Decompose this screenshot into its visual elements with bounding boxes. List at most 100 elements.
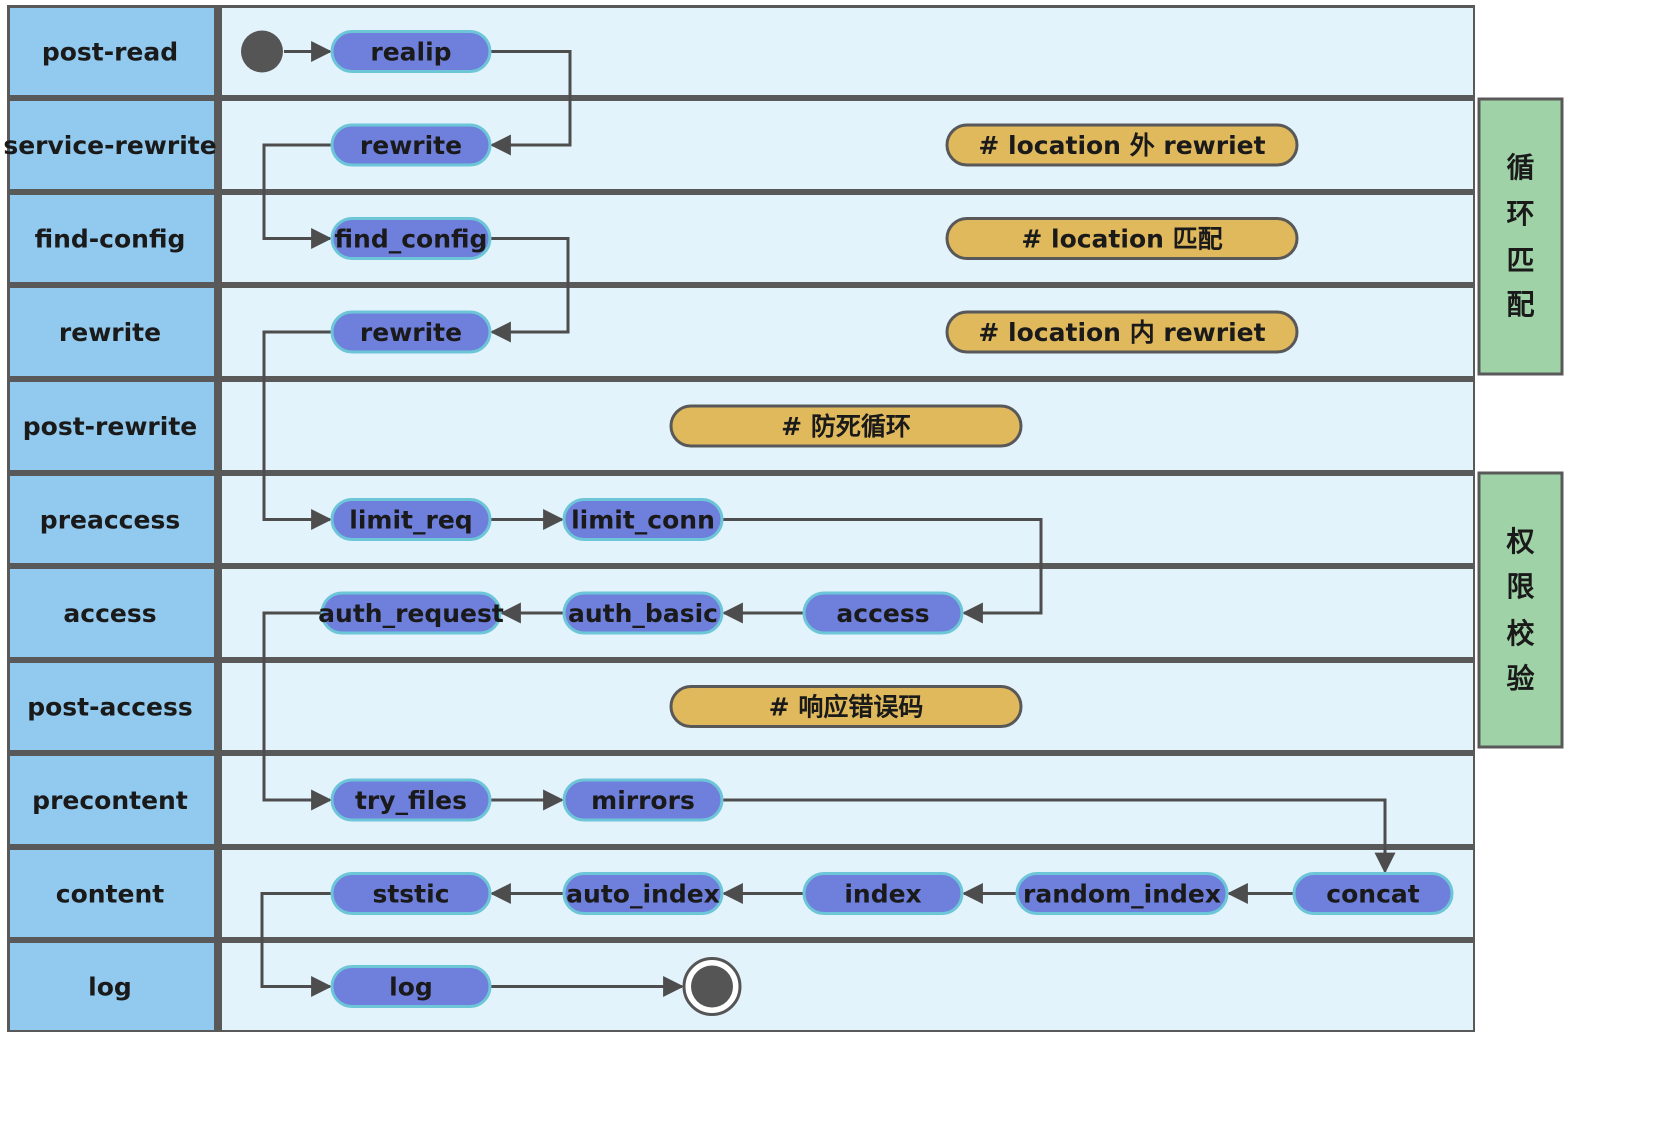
module-label: auth_request: [318, 599, 504, 628]
phase-label-post-access: post-access: [27, 693, 193, 722]
group-label-char: 权: [1505, 525, 1534, 558]
note-box: [669, 404, 1023, 448]
module-find_config: find_config: [330, 217, 492, 260]
note-service-rewrite: # location 外 rewriet: [945, 123, 1299, 167]
phase-label-log: log: [88, 973, 132, 1002]
note-post-access: # 响应错误码: [669, 685, 1023, 728]
flow-arrow-auth_request-to-try_files: [262, 611, 333, 811]
module-access: access: [802, 591, 964, 635]
module-label: ststic: [372, 880, 449, 909]
module-rewrite-1: rewrite: [330, 123, 492, 167]
module-box: [330, 965, 492, 1008]
phase-label-cell-access: [10, 569, 214, 657]
module-label: mirrors: [591, 786, 695, 815]
group-label-char: 匹: [1506, 244, 1534, 277]
group-label-char: 限: [1506, 570, 1534, 603]
module-limit_conn: limit_conn: [562, 498, 724, 541]
module-box: [802, 872, 964, 915]
module-label: auth_basic: [568, 599, 718, 628]
phase-label-precontent: precontent: [32, 786, 188, 815]
module-label: auto_index: [566, 880, 720, 909]
module-label: concat: [1326, 880, 1419, 909]
module-box: [330, 30, 492, 73]
module-box: [320, 591, 502, 635]
flow-arrow-ststic-to-log: [260, 892, 333, 997]
note-label: # 防死循环: [781, 412, 911, 441]
module-try_files: try_files: [330, 778, 492, 822]
module-box: [330, 778, 492, 822]
module-box: [330, 217, 492, 260]
module-auth_basic: auth_basic: [562, 591, 724, 635]
phase-label-cell-find-config: [10, 195, 214, 282]
phase-label-cell-post-rewrite: [10, 382, 214, 470]
module-box: [330, 123, 492, 167]
module-label: rewrite: [360, 131, 462, 160]
module-box: [330, 310, 492, 354]
note-box: [669, 685, 1023, 728]
module-label: random_index: [1023, 880, 1221, 909]
flow-arrow-mirrors-to-concat: [722, 798, 1396, 874]
module-label: realip: [370, 38, 451, 67]
module-nodes: realiprewritefind_configrewritelimit_req…: [318, 30, 1454, 1008]
module-box: [562, 872, 724, 915]
flow-arrow-realip-to-rewrite-1: [489, 50, 572, 156]
module-box: [1015, 872, 1229, 915]
note-label: # location 外 rewriet: [978, 131, 1265, 160]
module-concat: concat: [1292, 872, 1454, 915]
group-label-char: 环: [1506, 197, 1534, 230]
note-rewrite: # location 内 rewriet: [945, 310, 1299, 354]
flow-arrow-rewrite-1-to-find_config: [262, 143, 333, 249]
flow-arrow-rewrite-2-to-limit_req: [262, 330, 333, 530]
module-box: [330, 498, 492, 541]
phase-label-post-read: post-read: [42, 38, 178, 67]
note-find-config: # location 匹配: [945, 217, 1299, 260]
module-auth_request: auth_request: [318, 591, 504, 635]
phase-label-preaccess: preaccess: [40, 506, 180, 535]
module-ststic: ststic: [330, 872, 492, 915]
flow-arrow-find_config-to-rewrite-2: [489, 237, 570, 343]
phase-label-rewrite: rewrite: [59, 318, 161, 347]
module-label: try_files: [355, 786, 467, 815]
module-realip: realip: [330, 30, 492, 73]
module-label: index: [844, 880, 921, 909]
phase-label-content: content: [56, 880, 164, 909]
module-label: limit_req: [349, 506, 472, 535]
note-label: # 响应错误码: [769, 693, 924, 722]
group-box: [1477, 471, 1564, 749]
group-label-char: 配: [1506, 288, 1534, 321]
group-label-char: 循: [1506, 151, 1534, 184]
module-random_index: random_index: [1015, 872, 1229, 915]
phase-label-cell-post-access: [10, 663, 214, 750]
note-box: [945, 310, 1299, 354]
phase-label-access: access: [63, 599, 156, 628]
phase-label-post-rewrite: post-rewrite: [23, 412, 197, 441]
module-label: log: [389, 973, 433, 1002]
module-label: rewrite: [360, 318, 462, 347]
module-mirrors: mirrors: [562, 778, 724, 822]
module-rewrite-2: rewrite: [330, 310, 492, 354]
note-label: # location 匹配: [1021, 225, 1222, 254]
flow-markers: [241, 30, 742, 1016]
module-limit_req: limit_req: [330, 498, 492, 541]
phase-label-find-config: find-config: [35, 225, 186, 254]
module-box: [562, 591, 724, 635]
module-log: log: [330, 965, 492, 1008]
module-label: access: [836, 599, 929, 628]
end-marker-core: [691, 965, 733, 1008]
module-box: [802, 591, 964, 635]
flow-arrow-limit_conn-to-access: [722, 518, 1043, 624]
phase-notes: # location 外 rewriet # location 匹配 # locat…: [669, 123, 1299, 728]
phase-label-service-rewrite: service-rewrite: [3, 131, 216, 160]
phase-label-cell-post-read: [10, 8, 214, 95]
module-label: limit_conn: [571, 506, 715, 535]
module-index: index: [802, 872, 964, 915]
group-label-char: 验: [1506, 662, 1534, 695]
flow-arrows: [260, 41, 1396, 997]
phase-label-cell-service-rewrite: [10, 101, 214, 189]
start-marker: [241, 30, 283, 73]
phase-label-cell-precontent: [10, 756, 214, 844]
group-label-char: 校: [1506, 617, 1535, 650]
